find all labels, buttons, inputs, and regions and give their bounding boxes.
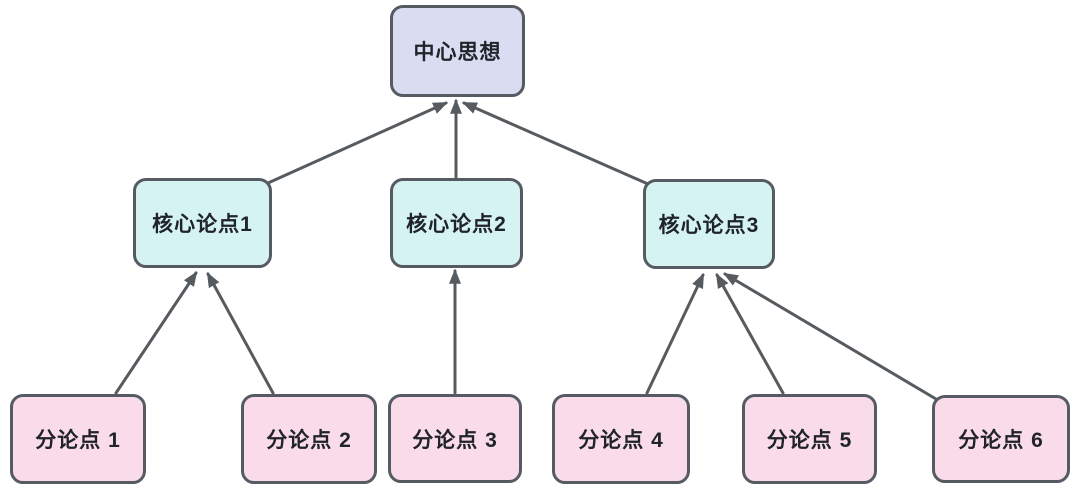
edge-sub2-to-core1 [206,272,275,395]
edge-sub5-to-core3 [715,273,785,395]
edge-core1-to-center [266,101,449,185]
node-sub1[interactable]: 分论点 1 [10,394,146,484]
node-core1[interactable]: 核心论点1 [133,178,272,268]
node-sub3[interactable]: 分论点 3 [388,394,522,483]
node-label-sub4: 分论点 4 [578,429,664,452]
edge-sub1-to-core1 [114,271,198,395]
node-label-core3: 核心论点3 [658,214,760,237]
node-label-sub5: 分论点 5 [766,429,853,452]
node-sub5[interactable]: 分论点 5 [742,394,877,484]
edge-core3-to-center [461,101,650,186]
node-label-core2: 核心论点2 [406,213,507,236]
node-sub2[interactable]: 分论点 2 [241,394,377,484]
node-label-sub6: 分论点 6 [958,429,1044,452]
node-sub4[interactable]: 分论点 4 [552,394,690,484]
node-label-core1: 核心论点1 [152,213,253,236]
node-core2[interactable]: 核心论点2 [390,178,523,268]
node-label-sub3: 分论点 3 [412,428,498,452]
edge-sub4-to-core3 [645,272,705,395]
node-core3[interactable]: 核心论点3 [643,179,775,269]
node-center[interactable]: 中心思想 [390,5,525,97]
edge-sub6-to-core3 [723,272,938,401]
node-label-sub1: 分论点 1 [35,429,121,452]
node-label-center: 中心思想 [413,41,502,64]
node-sub6[interactable]: 分论点 6 [932,395,1070,483]
node-label-sub2: 分论点 2 [266,429,352,452]
edges-group [114,98,938,401]
